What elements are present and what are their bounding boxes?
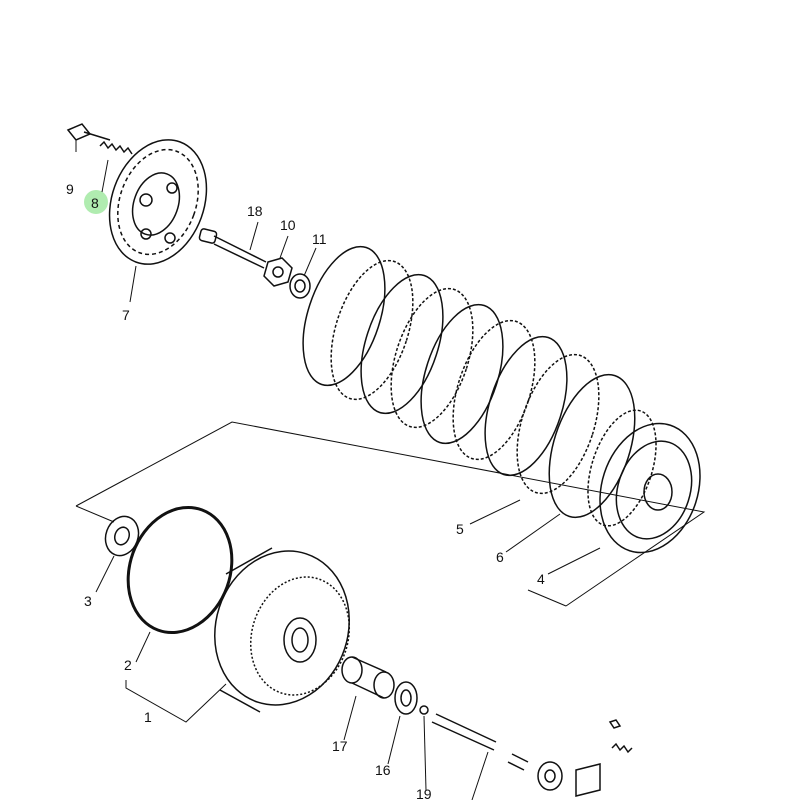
callout-4: 4	[537, 571, 545, 587]
o-ring[interactable]	[111, 493, 249, 647]
callout-10: 10	[280, 217, 296, 233]
callout-5: 5	[456, 521, 464, 537]
leader-lines	[75, 140, 601, 800]
assembly-bracket-lower	[125, 680, 227, 723]
steel-ball[interactable]	[419, 705, 429, 715]
clutch-spring[interactable]	[99, 140, 133, 155]
callout-16: 16	[375, 762, 391, 778]
clutch-housing[interactable]	[195, 533, 369, 722]
clutch-boss[interactable]	[575, 402, 716, 566]
washer[interactable]	[289, 273, 311, 299]
callout-9: 9	[66, 181, 74, 197]
callout-17: 17	[332, 738, 348, 754]
locknut[interactable]	[263, 257, 293, 287]
pressure-plate[interactable]	[93, 126, 223, 278]
callout-19: 19	[416, 786, 432, 800]
callout-1: 1	[144, 709, 152, 725]
spacer[interactable]	[341, 656, 395, 699]
callout-7: 7	[122, 307, 130, 323]
callout-8: 8	[91, 195, 99, 211]
assembly-frame	[75, 421, 706, 607]
callout-2: 2	[124, 657, 132, 673]
callout-6: 6	[496, 549, 504, 565]
bolt[interactable]	[66, 123, 111, 141]
push-rod[interactable]	[198, 228, 267, 269]
highlight-marker	[84, 190, 108, 214]
push-rod-long[interactable]	[431, 713, 529, 771]
callout-11: 11	[312, 231, 327, 247]
callout-18: 18	[247, 203, 263, 219]
spacer-washer[interactable]	[394, 681, 418, 715]
push-lever-assembly[interactable]	[537, 719, 633, 797]
clutch-plate-stack[interactable]	[288, 236, 651, 528]
callout-3: 3	[84, 593, 92, 609]
